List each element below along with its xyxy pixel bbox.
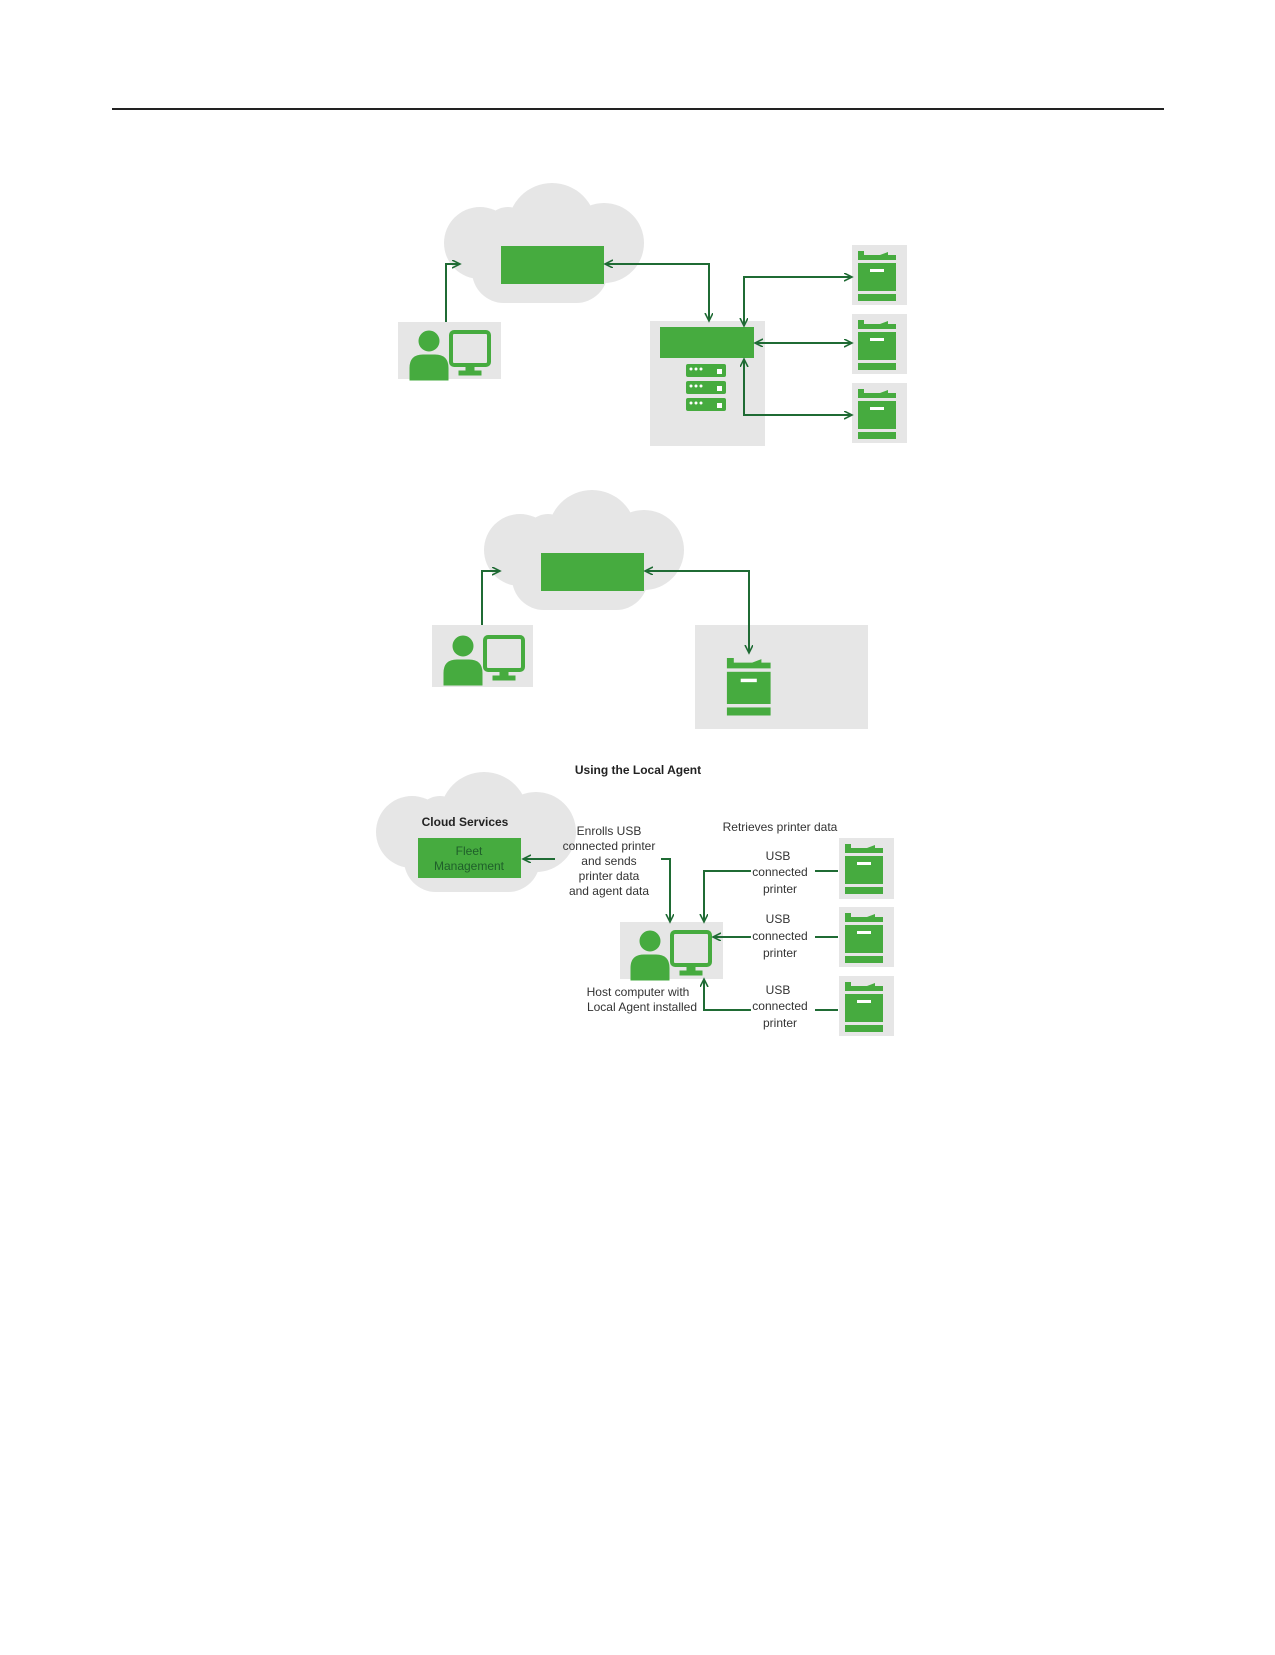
cloud-services-label: Cloud Services	[422, 815, 509, 829]
diagram-2	[432, 490, 868, 729]
host-label-line1: Host computer with	[587, 985, 690, 999]
cloud-service-box	[501, 246, 604, 284]
printer-label-line: connected	[752, 865, 807, 879]
printer-label-1: USB connected printer	[752, 849, 807, 896]
enroll-line: and agent data	[569, 884, 649, 898]
connectors	[445, 264, 851, 415]
diagram-1	[398, 183, 907, 446]
diagram-3: Using the Local Agent Cloud Services Fle…	[376, 763, 894, 1036]
arrow-printer1-to-host	[704, 870, 838, 921]
arrow-user-to-cloud	[481, 571, 499, 625]
enroll-line: connected printer	[563, 839, 656, 853]
enroll-text: Enrolls USB connected printer and sends …	[563, 824, 656, 898]
printer-label-line: connected	[752, 999, 807, 1013]
printer-location-panel	[695, 625, 868, 729]
fleet-management-box	[418, 838, 521, 878]
cloud-service-box	[541, 553, 644, 591]
printer-label-2: USB connected printer	[752, 912, 807, 960]
fleet-management-label-line2: Management	[434, 859, 505, 873]
arrow-printer3-to-host	[704, 980, 838, 1011]
printer-label-3: USB connected printer	[752, 983, 807, 1030]
fleet-management-label-line1: Fleet	[456, 844, 483, 858]
cloud-shape	[484, 490, 684, 610]
arrow-cloud-server	[606, 264, 709, 320]
arrow-server-printer-3	[744, 360, 851, 415]
arrow-server-printer-1	[744, 277, 851, 325]
arrow-enroll-to-host	[661, 858, 670, 921]
printer-label-line: printer	[763, 946, 797, 960]
printer-label-line: connected	[752, 929, 807, 943]
enroll-line: printer data	[579, 869, 640, 883]
server-label-box	[660, 327, 754, 358]
printer-label-line: printer	[763, 882, 797, 896]
printer-label-line: printer	[763, 1016, 797, 1030]
server-icon	[686, 364, 726, 411]
diagram-title: Using the Local Agent	[575, 763, 701, 777]
printer-label-line: USB	[766, 983, 791, 997]
enroll-line: and sends	[581, 854, 636, 868]
retrieves-label: Retrieves printer data	[723, 820, 838, 834]
arrow-cloud-printer	[646, 571, 749, 652]
printer-label-line: USB	[766, 849, 791, 863]
host-label-line2: Local Agent installed	[587, 1000, 697, 1014]
cloud-shape	[444, 183, 644, 303]
printer-label-line: USB	[766, 912, 791, 926]
arrow-user-to-cloud	[445, 264, 459, 322]
connectors	[524, 858, 838, 1011]
enroll-line: Enrolls USB	[577, 824, 642, 838]
connectors	[481, 571, 749, 652]
